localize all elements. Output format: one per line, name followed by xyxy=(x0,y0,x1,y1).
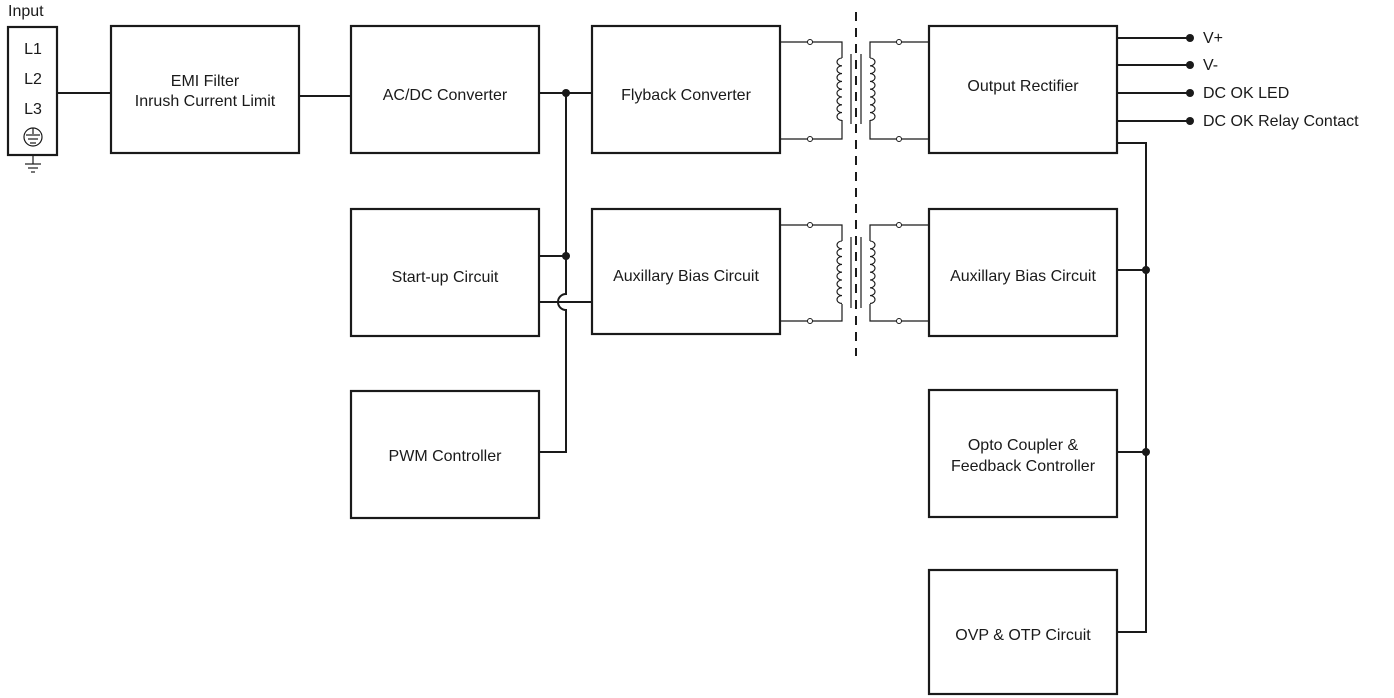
protective-earth-icon xyxy=(23,127,43,147)
emi-filter-label-2: Inrush Current Limit xyxy=(135,93,276,110)
acdc-converter-label: AC/DC Converter xyxy=(383,87,508,104)
input-line-l1: L1 xyxy=(24,41,42,58)
pwm-controller-label: PWM Controller xyxy=(389,448,503,465)
aux-bias-secondary-label: Auxillary Bias Circuit xyxy=(950,268,1096,285)
emi-filter-block: EMI Filter Inrush Current Limit xyxy=(109,24,301,155)
ovp-otp-block: OVP & OTP Circuit xyxy=(927,568,1119,696)
flyback-converter-block: Flyback Converter xyxy=(590,24,782,155)
output-label-vplus: V+ xyxy=(1203,30,1223,47)
junction-dot xyxy=(1142,266,1150,274)
output-rectifier-block: Output Rectifier xyxy=(927,24,1119,155)
output-rectifier-label: Output Rectifier xyxy=(967,78,1079,95)
input-title: Input xyxy=(8,3,44,20)
secondary-wiring xyxy=(1117,142,1150,633)
ovp-otp-label: OVP & OTP Circuit xyxy=(955,627,1091,644)
opto-coupler-label-2: Feedback Controller xyxy=(951,458,1096,475)
output-label-vminus: V- xyxy=(1203,57,1218,74)
ground-symbol-icon xyxy=(25,155,41,173)
aux-transformer-icon xyxy=(780,222,929,324)
aux-bias-primary-block: Auxillary Bias Circuit xyxy=(590,207,782,336)
flyback-converter-label: Flyback Converter xyxy=(621,87,751,104)
pwm-controller-block: PWM Controller xyxy=(349,389,541,520)
output-label-dc-ok-led: DC OK LED xyxy=(1203,85,1289,102)
startup-circuit-label: Start-up Circuit xyxy=(392,269,499,286)
opto-coupler-label-1: Opto Coupler & xyxy=(968,437,1079,454)
acdc-converter-block: AC/DC Converter xyxy=(349,24,541,155)
junction-dot xyxy=(1142,448,1150,456)
opto-coupler-block: Opto Coupler & Feedback Controller xyxy=(927,388,1119,519)
junction-dot xyxy=(562,89,570,97)
output-terminals: V+ V- DC OK LED DC OK Relay Contact xyxy=(1117,30,1359,130)
startup-circuit-block: Start-up Circuit xyxy=(349,207,541,338)
emi-filter-label-1: EMI Filter xyxy=(171,73,240,90)
main-transformer-icon xyxy=(780,39,929,142)
input-terminal: Input L1 L2 L3 xyxy=(6,3,59,173)
input-line-l2: L2 xyxy=(24,71,42,88)
aux-bias-primary-label: Auxillary Bias Circuit xyxy=(613,268,759,285)
input-line-l3: L3 xyxy=(24,101,42,118)
junction-dot xyxy=(562,252,570,260)
output-label-dc-ok-relay: DC OK Relay Contact xyxy=(1203,113,1359,130)
primary-wiring xyxy=(57,89,592,453)
aux-bias-secondary-block: Auxillary Bias Circuit xyxy=(927,207,1119,338)
